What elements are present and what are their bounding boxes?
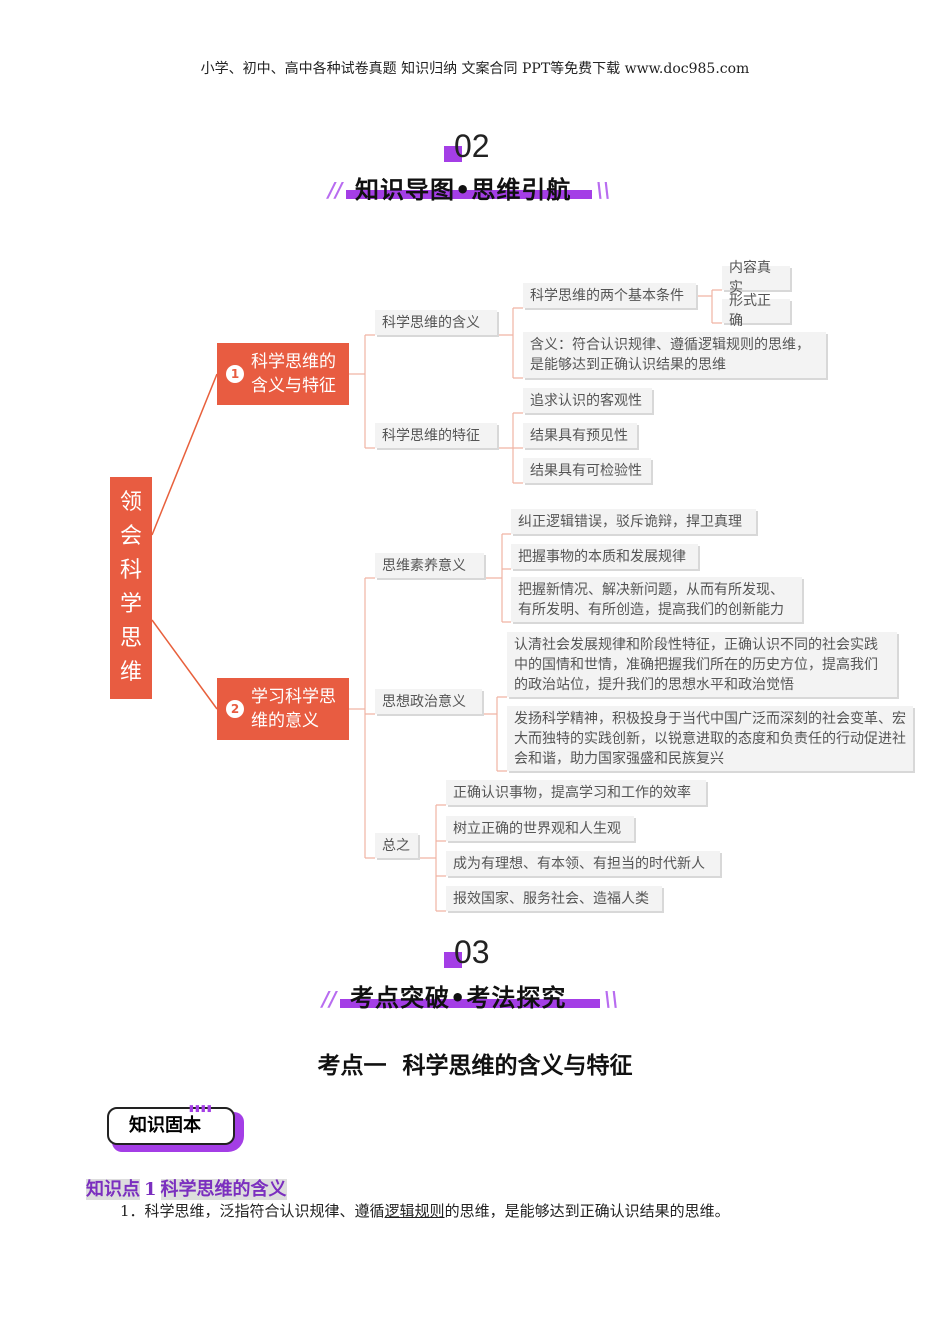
leaf: 树立正确的世界观和人生观 xyxy=(446,816,634,841)
paragraph: 1．科学思维，泛指符合认识规律、遵循逻辑规则的思维，是能够达到正确认识结果的思维… xyxy=(120,1200,730,1221)
leaf: 把握新情况、解决新问题，从而有所发现、有所发明、有所创造，提高我们的创新能力 xyxy=(511,577,802,622)
leaf: 把握事物的本质和发展规律 xyxy=(511,544,698,569)
leaf: 成为有理想、有本领、有担当的时代新人 xyxy=(446,851,720,876)
l2-summary: 总之 xyxy=(375,833,418,858)
mindmap-root: 领会科学思维 xyxy=(110,477,152,699)
knowledge-badge: 知识固本 xyxy=(107,1107,235,1145)
slash-left: // xyxy=(322,987,337,1011)
node-significance: 2 学习科学思维的意义 xyxy=(217,678,349,740)
leaf: 形式正确 xyxy=(722,293,790,329)
title-underline xyxy=(340,999,600,1008)
badge-rings: ▮▮▮▮ xyxy=(189,1104,213,1114)
root-char: 学 xyxy=(119,592,142,617)
node-label: 科学思维的含义与特征 xyxy=(251,352,336,396)
root-char: 会 xyxy=(119,524,142,549)
leaf: 发扬科学精神，积极投身于当代中国广泛而深刻的社会变革、宏大而独特的实践创新，以锐… xyxy=(507,706,913,771)
l2-features: 科学思维的特征 xyxy=(375,423,497,448)
leaf: 含义：符合认识规律、遵循逻辑规则的思维，是能够达到正确认识结果的思维 xyxy=(523,332,826,378)
node-number-badge: 1 xyxy=(226,365,244,383)
leaf: 纠正逻辑错误，驳斥诡辩，捍卫真理 xyxy=(511,509,756,534)
title-underline xyxy=(346,190,592,199)
para-text: 1．科学思维，泛指符合认识规律、遵循 xyxy=(120,1202,385,1220)
section-title: 考点突破•考法探究 xyxy=(350,984,567,1012)
leaf: 结果具有预见性 xyxy=(523,423,637,448)
slash-right: \\ xyxy=(596,178,611,202)
section-number: 02 xyxy=(454,128,490,164)
root-char: 科 xyxy=(119,558,142,583)
leaf: 追求认识的客观性 xyxy=(523,388,652,413)
l2-literacy: 思维素养意义 xyxy=(375,553,484,578)
point-number: 1 xyxy=(144,1179,157,1200)
section-number: 03 xyxy=(454,934,490,970)
slash-right: \\ xyxy=(604,987,619,1011)
point-title: 科学思维的含义 xyxy=(160,1179,287,1200)
leaf: 内容真实 xyxy=(722,260,790,296)
point-label: 知识点 xyxy=(86,1179,140,1200)
node-number-badge: 2 xyxy=(226,700,244,718)
para-text: 的思维，是能够达到正确认识结果的思维。 xyxy=(444,1202,730,1220)
mindmap-connectors xyxy=(151,289,722,912)
leaf: 认清社会发展规律和阶段性特征，正确认识不同的社会实践中的国情和世情，准确把握我们… xyxy=(507,632,897,697)
node-meaning-features: 1 科学思维的含义与特征 xyxy=(217,343,349,405)
leaf: 正确认识事物，提高学习和工作的效率 xyxy=(446,780,706,805)
leaf: 报效国家、服务社会、造福人类 xyxy=(446,886,662,911)
l2-meaning: 科学思维的含义 xyxy=(375,310,497,335)
slash-left: // xyxy=(328,178,343,202)
number-accent xyxy=(444,146,462,162)
section-title: 知识导图•思维引航 xyxy=(355,176,572,204)
number-accent xyxy=(444,952,462,968)
root-char: 思 xyxy=(119,626,142,651)
para-underlined: 逻辑规则 xyxy=(384,1202,445,1220)
leaf: 结果具有可检验性 xyxy=(523,458,651,483)
node-label: 学习科学思维的意义 xyxy=(251,687,336,731)
root-char: 领 xyxy=(119,490,142,515)
root-char: 维 xyxy=(119,660,142,685)
l2-political: 思想政治意义 xyxy=(375,689,482,714)
leaf: 科学思维的两个基本条件 xyxy=(523,283,696,308)
topic-title: 考点一 科学思维的含义与特征 xyxy=(317,1053,633,1079)
page-header: 小学、初中、高中各种试卷真题 知识归纳 文案合同 PPT等免费下载 www.do… xyxy=(200,61,750,77)
